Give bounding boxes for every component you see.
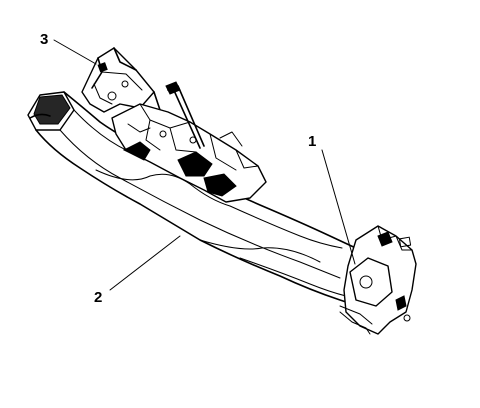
callout-2: 2	[94, 289, 102, 306]
center-mount-assembly	[111, 81, 267, 203]
callout-1: 1	[308, 133, 316, 150]
right-mount-bracket	[339, 225, 417, 335]
leader-line-3	[53, 39, 97, 65]
leader-line-2	[109, 235, 181, 291]
leader-line-1	[321, 149, 356, 265]
callout-3: 3	[40, 31, 48, 48]
leader-lines	[53, 39, 356, 291]
